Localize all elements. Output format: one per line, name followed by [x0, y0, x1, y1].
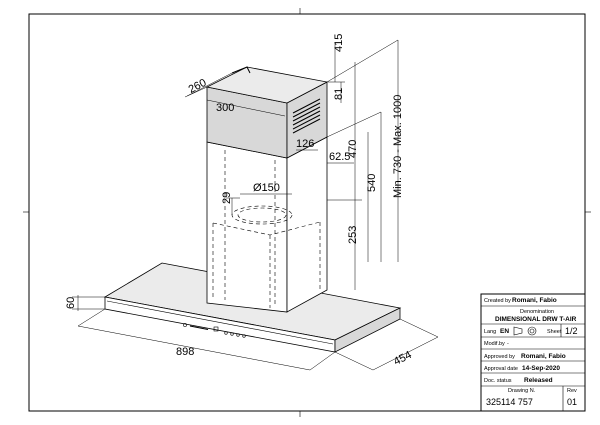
approval-date-value: 14-Sep-2020 [522, 365, 560, 372]
dim-454: 454 [392, 349, 414, 368]
dim-range: Min. 730 - Max. 1000 [392, 95, 404, 198]
button-4-icon [242, 334, 246, 338]
approval-date-label: Approval date [484, 366, 518, 372]
drawing-label: Drawing N. [508, 388, 536, 394]
vent-grille [292, 98, 321, 134]
wall-bracket [231, 66, 251, 74]
drawing-value: 325114 757 [486, 397, 533, 407]
canopy-front-edge-line [106, 300, 334, 345]
lang-label: Lang [484, 329, 496, 335]
denomination-value: DIMENSIONAL DRW T-AIR [495, 316, 577, 323]
created-by-value: Romani, Fabio [512, 297, 557, 304]
lang-value: EN [500, 328, 509, 335]
display-window [213, 326, 219, 332]
rev-value: 01 [567, 397, 577, 407]
dimension-lines [72, 39, 439, 371]
chimney-hidden-overlay [212, 150, 321, 308]
modif-label: Modif.by [484, 341, 505, 347]
doc-status-value: Released [524, 377, 553, 384]
control-slider-bar [189, 325, 209, 330]
dim-29: 29 [221, 192, 233, 204]
drawing-border [28, 13, 586, 412]
doc-status-label: Doc. status [484, 378, 512, 384]
rev-label: Rev [567, 388, 577, 394]
dim-60: 60 [65, 297, 77, 309]
dim-300: 300 [216, 102, 234, 114]
control-panel [183, 323, 246, 338]
sheet-label: Sheet [547, 329, 562, 335]
cooker-hood-drawing [103, 66, 402, 353]
dim-62-5: 62.5 [329, 151, 350, 163]
dim-150: Ø150 [253, 182, 280, 194]
dim-898: 898 [176, 346, 194, 358]
chimney-lower-side [286, 136, 328, 313]
button-3-icon [236, 333, 240, 337]
button-2-icon [230, 332, 234, 336]
dim-470: 470 [347, 140, 359, 158]
power-button-icon [183, 323, 187, 327]
dim-81: 81 [333, 88, 345, 100]
dim-126: 126 [296, 138, 314, 150]
approved-label: Approved by [484, 354, 515, 360]
dim-260: 260 [187, 77, 209, 96]
modif-value: - [507, 341, 509, 347]
dim-415: 415 [333, 34, 345, 52]
dim-540: 540 [366, 174, 378, 192]
approved-value: Romani, Fabio [521, 353, 566, 360]
button-1-icon [224, 331, 228, 335]
created-by-label: Created by [484, 298, 511, 304]
dim-253: 253 [347, 226, 359, 244]
title-block: Created by Romani, Fabio Denomination DI… [480, 293, 586, 412]
denomination-label: Denomination [520, 309, 554, 315]
sheet-value: 1/2 [565, 326, 578, 336]
first-angle-projection-icon [513, 326, 537, 336]
